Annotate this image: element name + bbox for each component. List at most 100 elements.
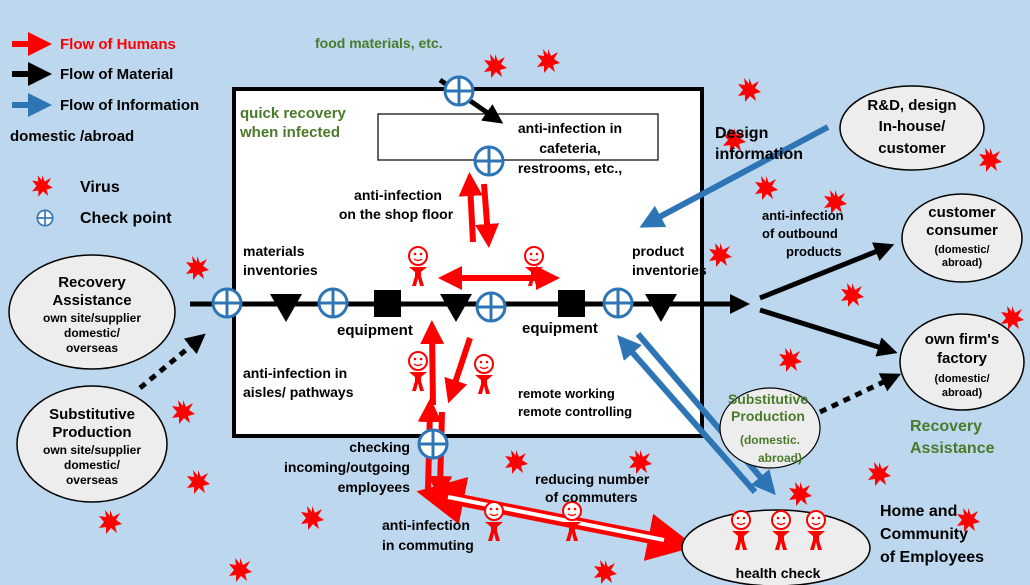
node-customer-line-3: (domestic/ bbox=[934, 244, 989, 256]
node-own-factory-shape bbox=[899, 313, 1025, 411]
node-own-factory-line-4: abroad) bbox=[942, 387, 983, 399]
legend-check-point: Check point bbox=[80, 210, 172, 227]
person-icon bbox=[484, 501, 504, 542]
equipment-left-marker bbox=[374, 290, 401, 317]
checking-line-2: incoming/outgoing bbox=[284, 459, 410, 475]
node-rd-line-3: customer bbox=[878, 140, 946, 157]
virus-icon bbox=[186, 256, 209, 280]
aisle-flow-down bbox=[444, 337, 473, 404]
recovery-right-line-1: Recovery bbox=[910, 418, 982, 435]
materials-inventories-line-1: materials bbox=[243, 243, 305, 259]
legend-material: Flow of Material bbox=[60, 66, 173, 83]
node-recovery-assistance: Recovery Assistance own site/supplier do… bbox=[8, 254, 176, 370]
cafeteria-line-3: restrooms, etc., bbox=[518, 160, 622, 176]
virus-icon bbox=[172, 400, 195, 424]
virus-icon bbox=[789, 482, 812, 506]
product-inventories-line-1: product bbox=[632, 243, 684, 259]
virus-icon bbox=[229, 558, 252, 582]
quick-recovery-line-2: when infected bbox=[239, 124, 340, 141]
materials-inventory-marker bbox=[270, 294, 302, 322]
shop-floor-line-2: on the shop floor bbox=[339, 206, 454, 222]
shop-floor-line-1: anti-infection bbox=[354, 187, 442, 203]
remote-line-2: remote controlling bbox=[518, 404, 632, 419]
recovery-right-line-2: Assistance bbox=[910, 440, 995, 457]
home-line-2: Community bbox=[880, 526, 968, 543]
virus-icon bbox=[99, 510, 122, 534]
node-rd-shape bbox=[839, 85, 985, 171]
outbound-line-3: products bbox=[786, 244, 842, 259]
quick-recovery-line-1: quick recovery bbox=[240, 105, 347, 122]
checking-line-3: employees bbox=[338, 479, 411, 495]
checkpoint-icon bbox=[443, 75, 475, 107]
node-substitutive-right-shape bbox=[719, 387, 821, 469]
food-materials-label: food materials, etc. bbox=[315, 35, 443, 51]
node-own-factory-line-3: (domestic/ bbox=[934, 373, 989, 385]
home-line-1: Home and bbox=[880, 503, 957, 520]
node-substitutive-right-line-4: abroad) bbox=[758, 451, 802, 465]
node-recovery-line-2: domestic/ bbox=[64, 326, 121, 340]
node-recovery-line-1: own site/supplier bbox=[43, 311, 141, 325]
health-check-label: health check bbox=[736, 565, 821, 581]
to-customer-flow bbox=[759, 242, 895, 301]
node-substitutive-right-line-3: (domestic. bbox=[740, 433, 800, 447]
node-substitutive-left-shape bbox=[16, 385, 168, 503]
to-own-factory-flow bbox=[759, 307, 898, 357]
virus-icon bbox=[484, 54, 507, 78]
virus-icon bbox=[187, 470, 210, 494]
cafeteria-line-2: cafeteria, bbox=[539, 140, 600, 156]
home-line-3: of Employees bbox=[880, 549, 984, 566]
virus-icon bbox=[979, 148, 1002, 172]
shop-floor-flow-down bbox=[475, 183, 500, 248]
virus-icon bbox=[841, 283, 864, 307]
checkpoint-icon bbox=[602, 287, 634, 319]
node-customer-shape bbox=[901, 193, 1023, 283]
node-substitutive-right-line-2: Production bbox=[731, 408, 805, 424]
cafeteria-box bbox=[377, 113, 659, 161]
checkpoint-icon bbox=[317, 287, 349, 319]
materials-inventories-line-2: inventories bbox=[243, 262, 318, 278]
aisles-line-2: aisles/ pathways bbox=[243, 384, 354, 400]
node-substitutive-left-title-2: Production bbox=[52, 424, 131, 441]
legend: Flow of Humans Flow of Material Flow of … bbox=[10, 32, 199, 227]
node-own-factory: own firm's factory (domestic/ abroad) bbox=[899, 313, 1025, 411]
virus-icon bbox=[709, 243, 732, 267]
node-recovery-title-1: Recovery bbox=[58, 274, 126, 291]
node-customer-line-1: customer bbox=[928, 204, 996, 221]
commute-reduce-line-1: reducing number bbox=[535, 471, 650, 487]
virus-icon bbox=[868, 462, 891, 486]
checkpoint-icon bbox=[417, 428, 449, 460]
checkpoint-icon bbox=[211, 287, 243, 319]
node-rd-line-1: R&D, design bbox=[867, 97, 956, 114]
legend-virus: Virus bbox=[80, 179, 120, 196]
design-information-flow bbox=[639, 124, 830, 228]
legend-scope: domestic /abroad bbox=[10, 128, 134, 145]
substitutive-right-flow bbox=[818, 373, 902, 415]
node-substitutive-left-title-1: Substitutive bbox=[49, 406, 135, 423]
product-inventory-marker bbox=[645, 294, 677, 322]
node-substitutive-left: Substitutive Production own site/supplie… bbox=[16, 385, 168, 503]
node-customer-line-2: consumer bbox=[926, 222, 998, 239]
aisles-line-1: anti-infection in bbox=[243, 365, 347, 381]
commute-reduce-line-2: of commuters bbox=[545, 489, 638, 505]
commuting-line-1: anti-infection bbox=[382, 517, 470, 533]
node-recovery-title-2: Assistance bbox=[52, 292, 131, 309]
node-own-factory-line-1: own firm's bbox=[925, 331, 999, 348]
node-health-check: health check bbox=[681, 509, 871, 585]
virus-icon bbox=[779, 348, 802, 372]
node-customer: customer consumer (domestic/ abroad) bbox=[901, 193, 1023, 283]
checkpoint-icon bbox=[473, 145, 505, 177]
outbound-line-1: anti-infection bbox=[762, 208, 844, 223]
virus-icon bbox=[537, 49, 560, 73]
cafeteria-line-1: anti-infection in bbox=[518, 120, 622, 136]
node-substitutive-right-line-1: Substitutive bbox=[728, 391, 808, 407]
node-customer-line-4: abroad) bbox=[942, 257, 983, 269]
virus-icon bbox=[594, 560, 617, 584]
checkpoint-icon bbox=[475, 291, 507, 323]
virus-icon bbox=[755, 176, 778, 200]
node-rd-line-2: In-house/ bbox=[879, 118, 946, 135]
legend-checkpoint-icon bbox=[36, 209, 54, 227]
outbound-line-2: of outbound bbox=[762, 226, 838, 241]
node-substitutive-left-line-3: overseas bbox=[66, 473, 118, 487]
